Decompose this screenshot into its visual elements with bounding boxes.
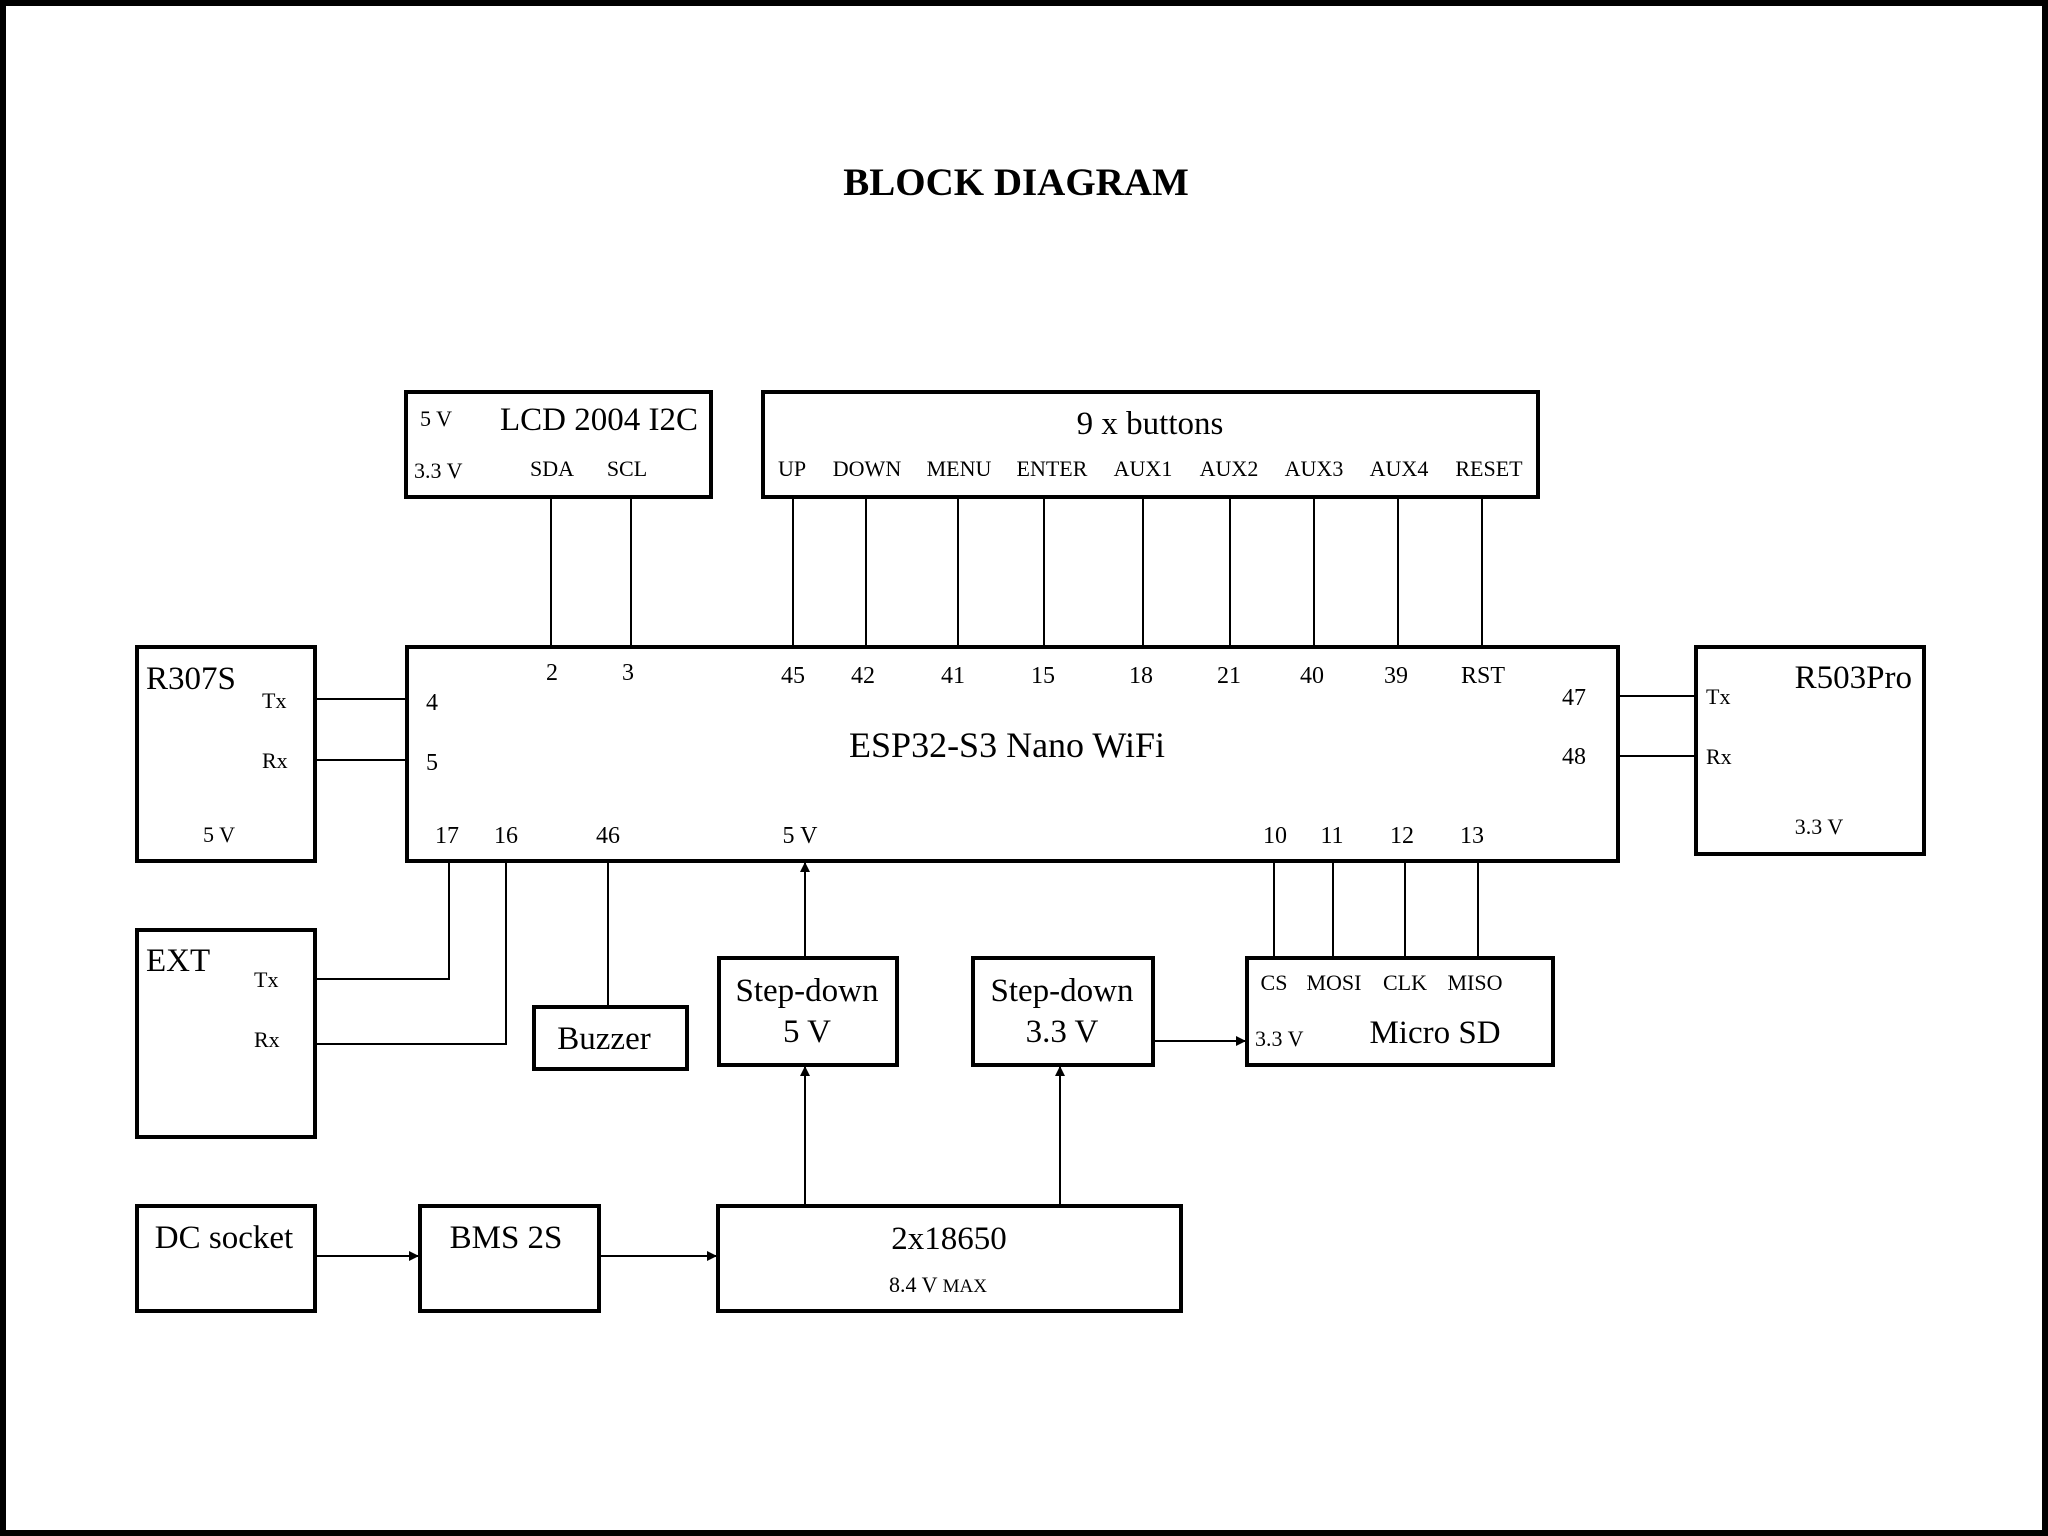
wire-ext-tx <box>315 861 450 980</box>
mcu-pin-46: 46 <box>596 823 620 849</box>
mcu-pin-10: 10 <box>1263 823 1287 849</box>
mcu-pin-42: 42 <box>851 663 875 689</box>
r307s-rx-label: Rx <box>262 748 288 773</box>
mcu-pin-5: 5 <box>426 750 438 776</box>
battery-note: 8.4 V MAX <box>889 1272 987 1297</box>
mcu-pin-18: 18 <box>1129 663 1153 689</box>
battery-name: 2x18650 <box>891 1221 1007 1257</box>
r503pro-rx-label: Rx <box>1706 744 1732 769</box>
mcu-box <box>405 645 1620 863</box>
mcu-pin-3: 3 <box>622 660 634 686</box>
mcu-pin-2: 2 <box>546 660 558 686</box>
microsd-clk-label: CLK <box>1383 970 1427 995</box>
buzzer-block: Buzzer <box>532 1005 689 1071</box>
dc-socket-box <box>135 1204 317 1313</box>
lcd-3v3-label: 3.3 V <box>414 458 463 483</box>
mcu-pin-rst: RST <box>1461 663 1505 689</box>
microsd-name: Micro SD <box>1369 1015 1500 1051</box>
battery-note-unit: MAX <box>943 1276 988 1297</box>
mcu-block: ESP32-S3 Nano WiFi 2 3 45 42 41 15 18 21… <box>405 645 1620 863</box>
r503pro-tx-label: Tx <box>1706 684 1730 709</box>
mcu-pin-13: 13 <box>1460 823 1484 849</box>
ext-tx-label: Tx <box>254 967 278 992</box>
buttons-box <box>761 390 1540 499</box>
mcu-pin-41: 41 <box>941 663 965 689</box>
lcd-scl-label: SCL <box>607 456 647 481</box>
mcu-pin-5v: 5 V <box>783 823 819 849</box>
microsd-cs-label: CS <box>1261 970 1288 995</box>
stepdown5-box <box>717 956 899 1067</box>
ext-name: EXT <box>146 943 210 979</box>
stepdown33-line2: 3.3 V <box>1026 1014 1099 1050</box>
stepdown5-block: Step-down 5 V <box>717 956 899 1067</box>
r307s-box <box>135 645 317 863</box>
mcu-pin-45: 45 <box>781 663 805 689</box>
ext-rx-label: Rx <box>254 1027 280 1052</box>
mcu-pin-17: 17 <box>435 823 459 849</box>
r503pro-block: R503Pro Tx Rx 3.3 V <box>1694 645 1926 856</box>
mcu-pin-16: 16 <box>494 823 518 849</box>
button-label-up: UP <box>778 456 806 481</box>
mcu-pin-21: 21 <box>1217 663 1241 689</box>
button-label-aux2: AUX2 <box>1200 456 1259 481</box>
microsd-box <box>1245 956 1555 1067</box>
r503pro-box <box>1694 645 1926 856</box>
bms-box <box>418 1204 601 1313</box>
stepdown5-line2: 5 V <box>783 1014 831 1050</box>
microsd-voltage: 3.3 V <box>1255 1026 1304 1051</box>
r307s-block: R307S Tx Rx 5 V <box>135 645 317 863</box>
button-label-aux3: AUX3 <box>1285 456 1344 481</box>
bms-name: BMS 2S <box>450 1220 563 1256</box>
buttons-title: 9 x buttons <box>1077 406 1224 442</box>
buzzer-name: Buzzer <box>557 1021 650 1057</box>
button-label-aux1: AUX1 <box>1114 456 1173 481</box>
dc-socket-block: DC socket <box>135 1204 317 1313</box>
dc-socket-name: DC socket <box>155 1220 293 1256</box>
mcu-pin-47: 47 <box>1562 685 1586 711</box>
lcd-name: LCD 2004 I2C <box>500 402 698 438</box>
diagram-title: BLOCK DIAGRAM <box>843 161 1189 204</box>
lcd-5v-label: 5 V <box>420 406 452 431</box>
lcd-box <box>404 390 713 499</box>
battery-block: 2x18650 8.4 V MAX <box>716 1204 1183 1313</box>
mcu-pin-15: 15 <box>1031 663 1055 689</box>
wire-ext-rx <box>315 861 507 1045</box>
stepdown33-block: Step-down 3.3 V <box>971 956 1155 1067</box>
lcd-block: 5 V LCD 2004 I2C 3.3 V SDA SCL <box>404 390 713 499</box>
ext-block: EXT Tx Rx <box>135 928 317 1139</box>
mcu-pin-4: 4 <box>426 690 438 716</box>
r307s-voltage: 5 V <box>203 822 235 847</box>
ext-box <box>135 928 317 1139</box>
microsd-miso-label: MISO <box>1447 970 1502 995</box>
buttons-block: 9 x buttons UP DOWN MENU ENTER AUX1 AUX2… <box>761 390 1540 499</box>
battery-note-value: 8.4 V <box>889 1272 938 1297</box>
button-label-aux4: AUX4 <box>1370 456 1429 481</box>
mcu-pin-39: 39 <box>1384 663 1408 689</box>
r307s-tx-label: Tx <box>262 688 286 713</box>
lcd-sda-label: SDA <box>530 456 574 481</box>
button-label-down: DOWN <box>833 456 902 481</box>
r503pro-name: R503Pro <box>1795 660 1912 696</box>
mcu-pin-48: 48 <box>1562 744 1586 770</box>
button-label-reset: RESET <box>1455 456 1523 481</box>
microsd-mosi-label: MOSI <box>1306 970 1361 995</box>
stepdown33-box <box>971 956 1155 1067</box>
battery-box <box>716 1204 1183 1313</box>
stepdown33-line1: Step-down <box>991 973 1134 1009</box>
stepdown5-line1: Step-down <box>736 973 879 1009</box>
microsd-block: CS MOSI CLK MISO 3.3 V Micro SD <box>1245 956 1555 1067</box>
r307s-name: R307S <box>146 661 236 697</box>
mcu-pin-40: 40 <box>1300 663 1324 689</box>
mcu-name: ESP32-S3 Nano WiFi <box>849 725 1165 765</box>
mcu-pin-12: 12 <box>1390 823 1414 849</box>
button-label-menu: MENU <box>927 456 992 481</box>
r503pro-voltage: 3.3 V <box>1795 814 1844 839</box>
bms-block: BMS 2S <box>418 1204 601 1313</box>
buzzer-box <box>532 1005 689 1071</box>
mcu-pin-11: 11 <box>1320 823 1343 849</box>
button-label-enter: ENTER <box>1017 456 1088 481</box>
